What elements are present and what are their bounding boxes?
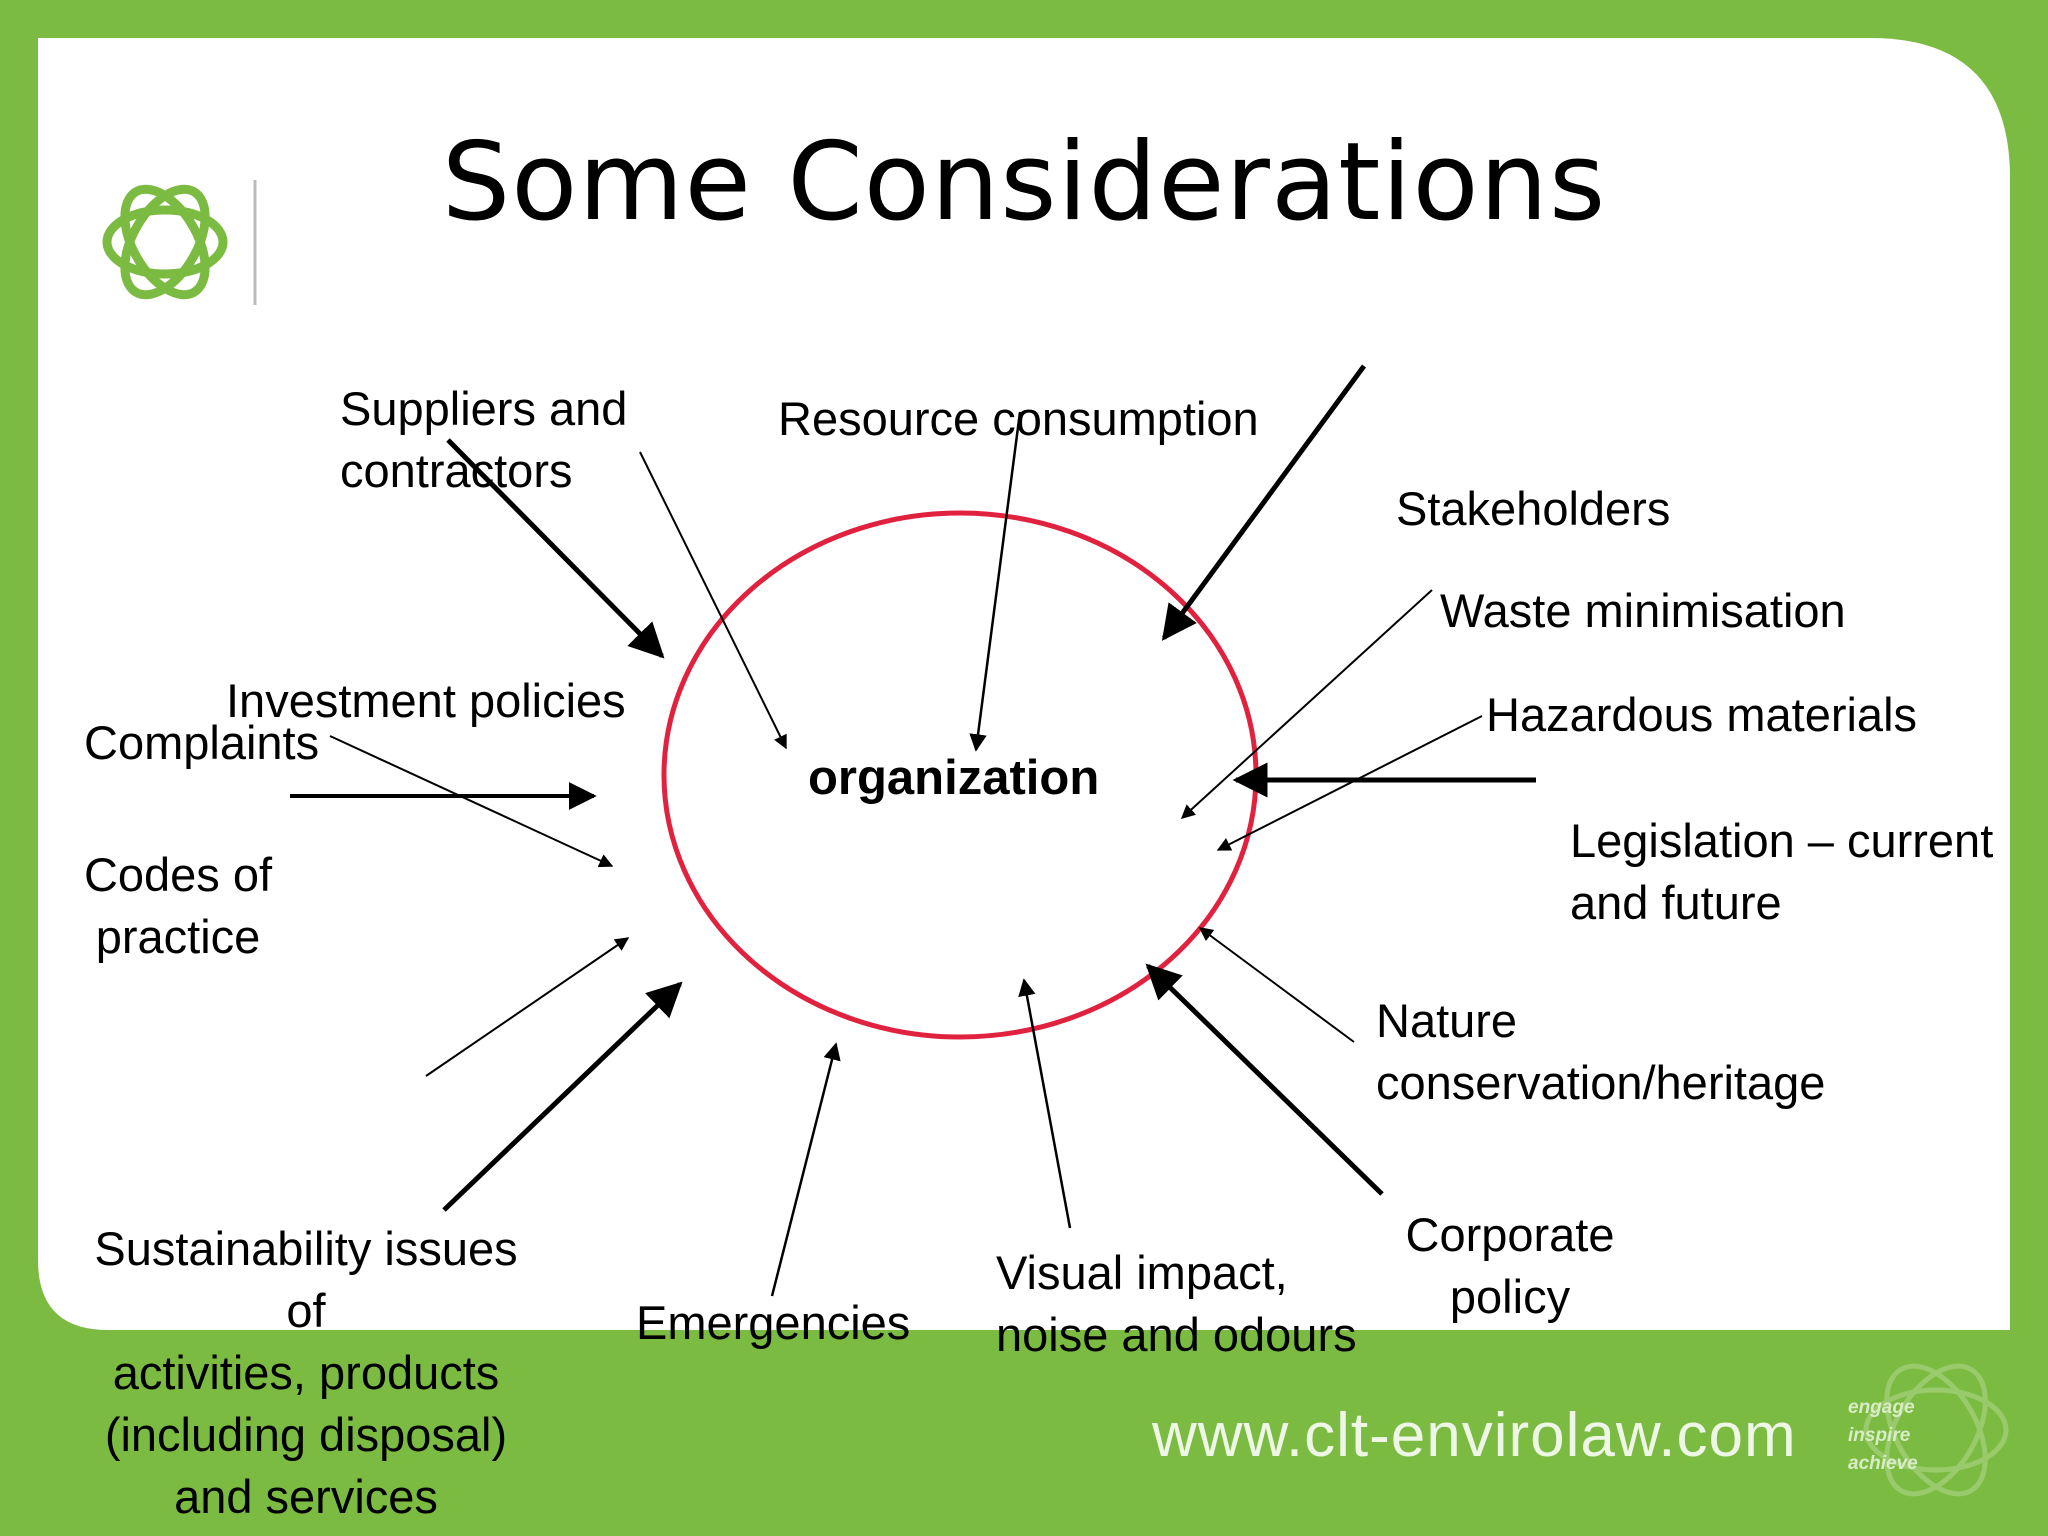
label-emergencies: Emergencies: [636, 1296, 911, 1349]
tagline: engage inspire achieve: [1848, 1397, 1918, 1474]
label-resource-consumption: Resource consumption: [778, 392, 1259, 445]
label-nature-conservation: Nature conservation/heritage: [1376, 994, 1826, 1109]
label-stakeholders: Stakeholders: [1396, 482, 1671, 535]
label-waste-minimisation: Waste minimisation: [1440, 584, 1846, 637]
label-legislation: Legislation – current and future: [1570, 814, 1994, 929]
website-url[interactable]: www.clt-envirolaw.com: [1152, 1401, 1797, 1470]
label-codes-of-practice: Codes of practice: [83, 848, 273, 963]
logo-icon: [102, 180, 257, 305]
arrow-nature: [1198, 927, 1355, 1043]
arrow-visual: [1018, 978, 1072, 1229]
label-investment-policies: Investment policies: [226, 674, 626, 727]
label-visual-impact: Visual impact, noise and odours: [996, 1246, 1357, 1361]
arrow-emergencies: [770, 1042, 841, 1297]
arrow-stakeholders: [1161, 364, 1367, 641]
arrow-investment: [329, 735, 614, 868]
arrow-corporate: [1145, 963, 1384, 1196]
label-hazardous-materials: Hazardous materials: [1486, 688, 1918, 741]
arrow-suppliers-thick: [446, 438, 665, 659]
arrow-hazardous: [1216, 715, 1483, 851]
label-suppliers: Suppliers and contractors: [340, 382, 628, 497]
arrow-waste: [1180, 589, 1433, 819]
arrow-sustainability: [442, 981, 683, 1212]
arrow-resource: [969, 411, 1022, 752]
organization-label: organization: [808, 751, 1100, 805]
arrow-codes: [425, 937, 630, 1077]
label-complaints: Complaints: [84, 716, 320, 769]
page-title: Some Considerations: [441, 120, 1607, 245]
label-sustainability-issues: Sustainability issues of activities, pro…: [94, 1222, 518, 1523]
label-corporate-policy: Corporate policy: [1405, 1208, 1615, 1323]
arrow-suppliers-thin: [639, 451, 787, 750]
footer-logo-icon: [1863, 1363, 2009, 1497]
